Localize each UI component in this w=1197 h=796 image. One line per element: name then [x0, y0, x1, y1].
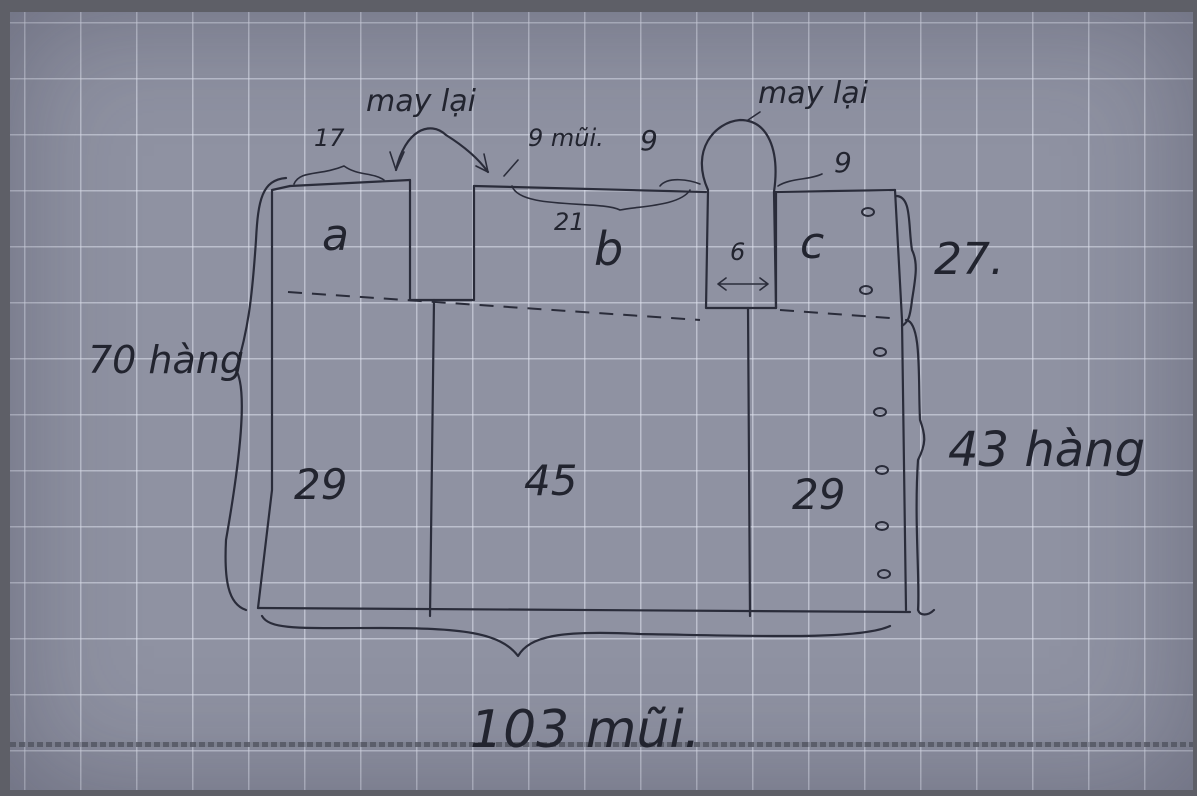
- label-bottom-29-left: 29: [294, 460, 348, 509]
- brace-70-rows: [224, 176, 288, 612]
- waist-dashed-line-right: [779, 309, 891, 319]
- buttonhole: [875, 521, 889, 531]
- label-total-103: 103 mũi.: [470, 700, 701, 760]
- divider-right: [746, 306, 752, 618]
- label-may-lai-right: may lại: [758, 76, 868, 111]
- label-len-21: 21: [554, 208, 585, 236]
- buttonhole: [875, 465, 889, 475]
- label-top-9-mid: 9: [640, 124, 658, 157]
- outline-left: [256, 184, 292, 610]
- sew-arrow-left-head-b: [475, 153, 489, 173]
- sew-arrow-left: [394, 127, 490, 174]
- label-top-9-right: 9: [834, 146, 852, 179]
- graph-paper-sheet: [10, 12, 1193, 790]
- brace-27: [894, 194, 917, 328]
- top-edge-right: [772, 188, 897, 194]
- label-panel-b: b: [594, 222, 624, 276]
- outline-bottom: [256, 606, 912, 614]
- label-right-27: 27.: [934, 234, 1004, 285]
- label-panel-a: a: [322, 210, 349, 261]
- pointer-9-mui: [503, 159, 519, 177]
- brace-103: [260, 614, 892, 658]
- width-arrow: [717, 277, 769, 291]
- brace-9-mid: [659, 178, 701, 187]
- label-may-lai-left: may lại: [366, 84, 476, 119]
- buttonhole: [859, 285, 873, 295]
- divider-left: [428, 298, 436, 618]
- strap-right: [700, 118, 778, 310]
- strap-left: [408, 178, 476, 302]
- label-right-43: 43 hàng: [948, 422, 1146, 478]
- sew-arrow-left-head-a: [389, 151, 405, 171]
- label-top-9-mui: 9 mũi.: [528, 124, 604, 152]
- brace-17: [293, 165, 385, 185]
- buttonhole: [873, 347, 887, 357]
- outline-right: [893, 188, 908, 612]
- buttonhole: [877, 569, 891, 579]
- top-edge-middle: [472, 184, 708, 194]
- top-edge-left: [288, 178, 412, 188]
- label-bottom-45: 45: [524, 456, 578, 505]
- label-top-17: 17: [314, 124, 345, 152]
- buttonhole: [873, 407, 887, 417]
- brace-43-rows: [904, 318, 936, 616]
- brace-9-right: [777, 173, 823, 187]
- paper-rule-line: [10, 742, 1193, 747]
- label-width-6: 6: [730, 238, 746, 266]
- label-bottom-29-right: 29: [792, 470, 846, 519]
- buttonhole: [861, 207, 875, 217]
- sew-arrow-right-tail: [747, 111, 761, 121]
- brace-21: [511, 185, 691, 211]
- label-left-70: 70 hàng: [88, 338, 245, 382]
- label-panel-c: c: [800, 218, 825, 269]
- waist-dashed-line: [287, 291, 701, 321]
